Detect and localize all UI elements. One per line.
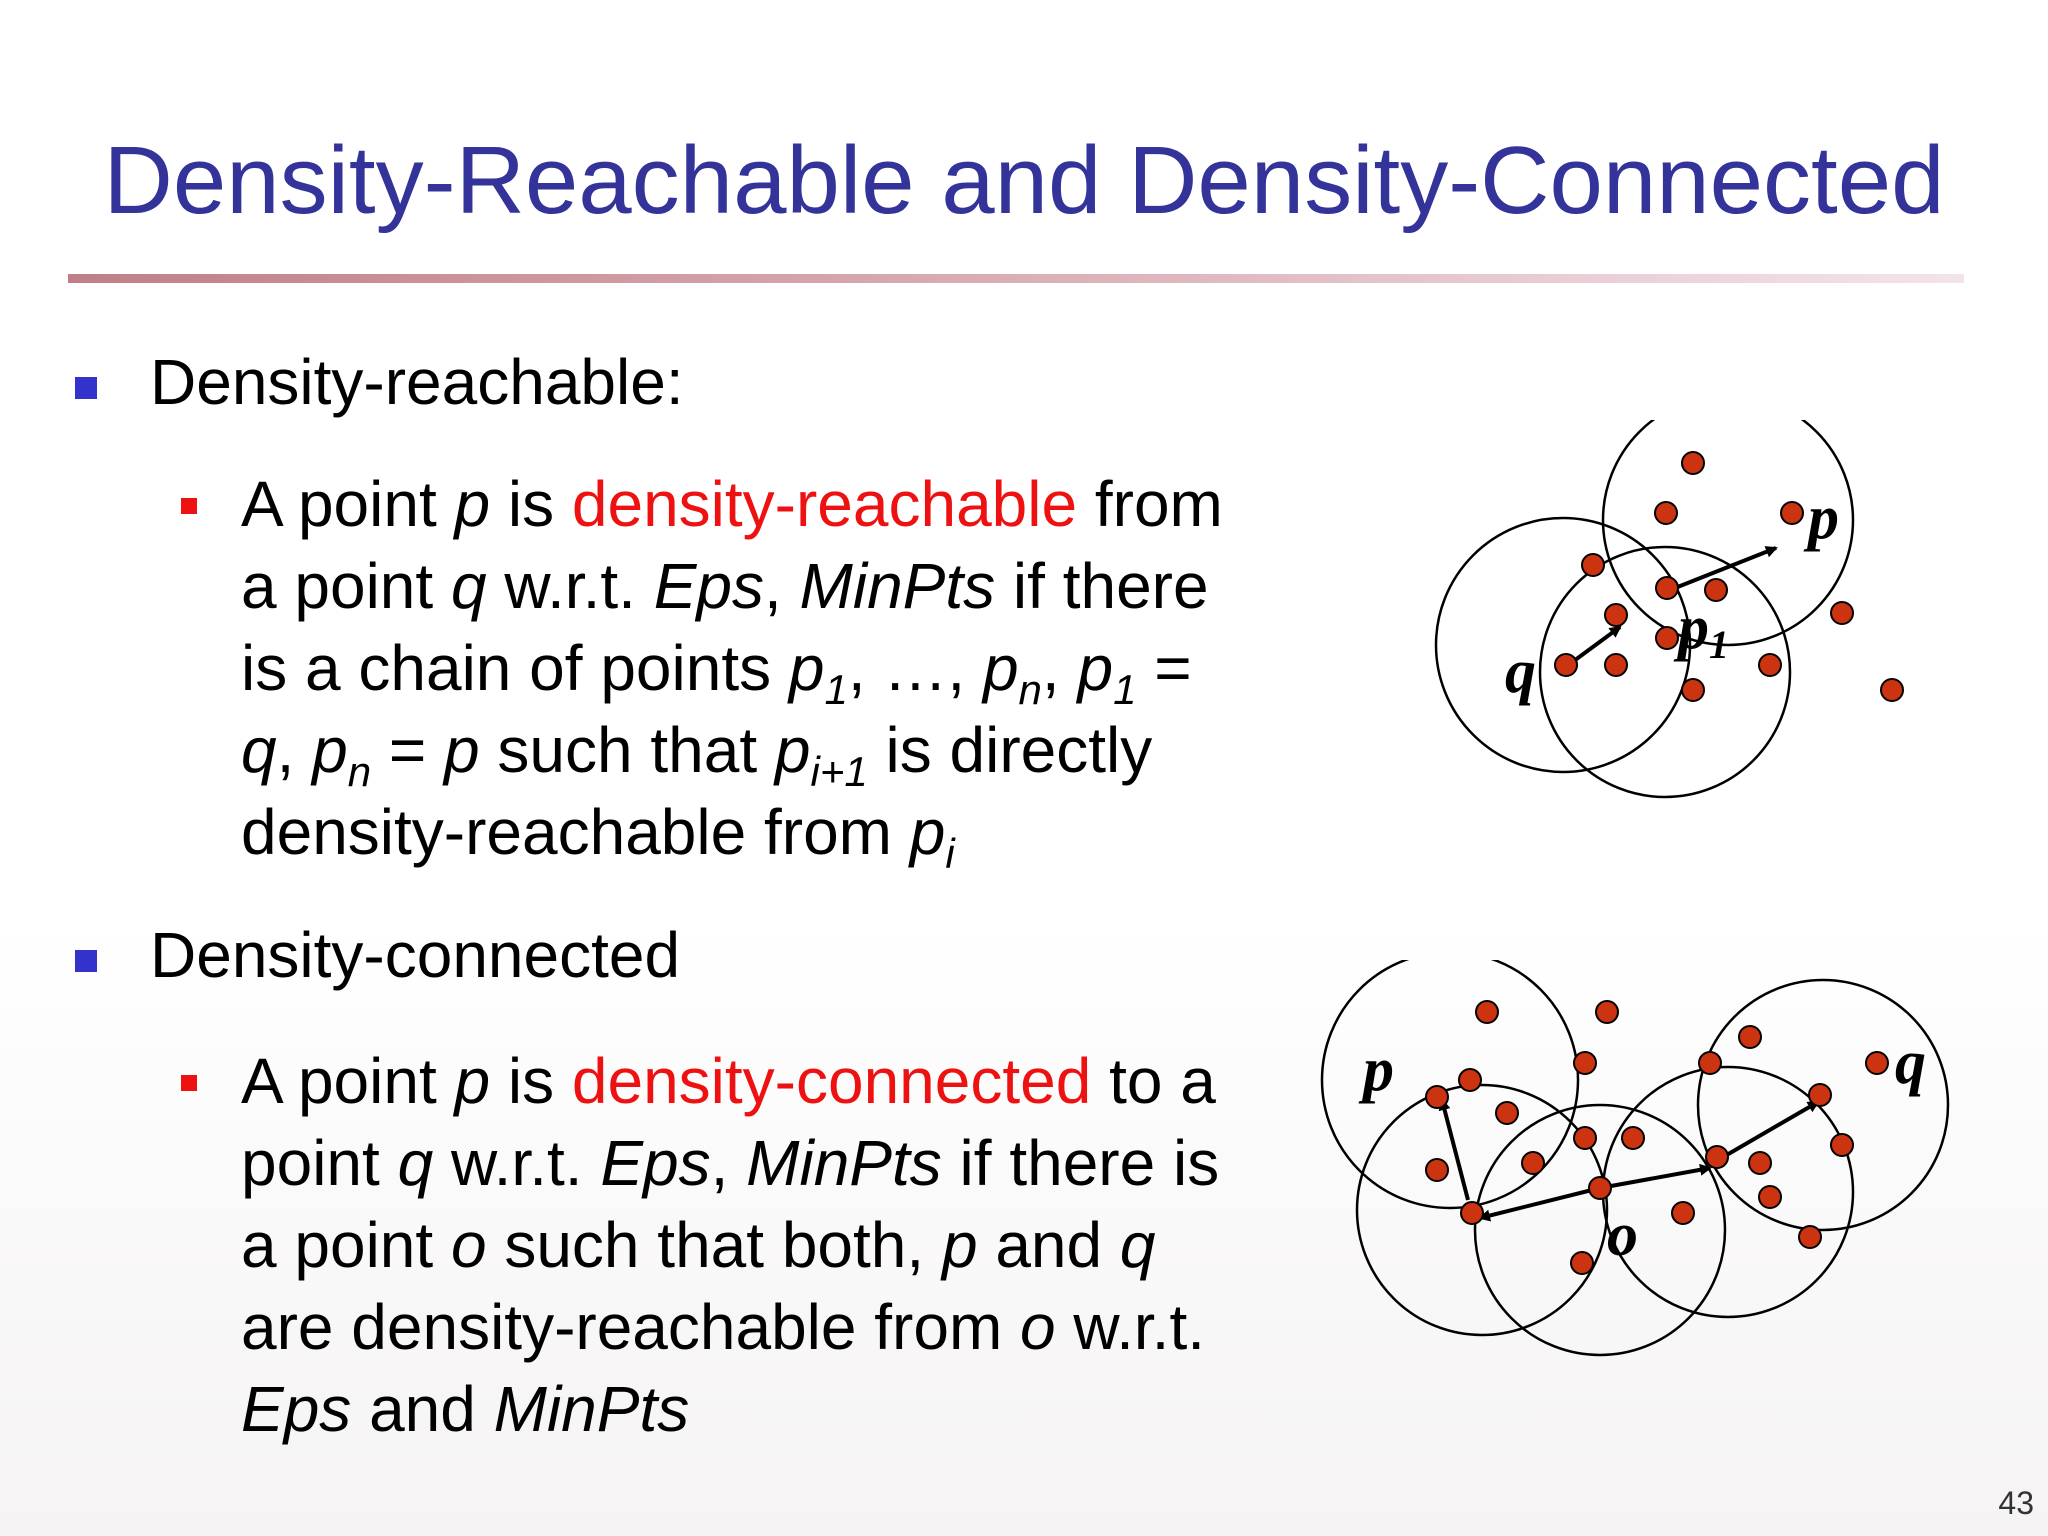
def-line: q, pn = p such that pi+1 is directly: [241, 714, 1153, 795]
data-point: [1705, 1145, 1729, 1169]
data-point: [1830, 601, 1854, 625]
def-line: A point p is density-reachable from: [241, 468, 1223, 540]
sub-bullet-square-icon: [181, 1075, 197, 1091]
data-point: [1604, 653, 1628, 677]
data-point: [1865, 1051, 1889, 1075]
label-o: o: [1607, 1201, 1638, 1269]
data-point: [1595, 1000, 1619, 1024]
eps-neighborhood-circle: [1696, 978, 1950, 1232]
data-point: [1738, 1025, 1762, 1049]
data-point: [1654, 501, 1678, 525]
data-point: [1830, 1133, 1854, 1157]
data-point: [1671, 1201, 1695, 1225]
label-p1: p1: [1673, 594, 1729, 667]
label-p: p: [1358, 1036, 1394, 1104]
title-underline: [68, 274, 1964, 283]
data-point: [1604, 603, 1628, 627]
data-point: [1780, 501, 1804, 525]
data-point: [1748, 1151, 1772, 1175]
data-point: [1495, 1101, 1519, 1125]
def-line: is a chain of points p1, …, pn, p1 =: [241, 632, 1192, 713]
data-point: [1588, 1176, 1612, 1200]
bullet-square-icon: [75, 377, 97, 399]
def-line: are density-reachable from o w.r.t.: [241, 1291, 1205, 1363]
data-point: [1425, 1085, 1449, 1109]
data-point: [1880, 678, 1904, 702]
sub-bullet-square-icon: [181, 498, 197, 514]
data-point: [1704, 578, 1728, 602]
reach-arrow: [1669, 546, 1778, 592]
data-point: [1698, 1051, 1722, 1075]
density-reachable-diagram: p q p1: [1434, 420, 1904, 799]
reach-arrow: [1478, 1186, 1601, 1222]
data-point: [1458, 1068, 1482, 1092]
def-line: point q w.r.t. Eps, MinPts if there is: [241, 1127, 1220, 1199]
eps-neighborhood-circle: [1320, 960, 1580, 1210]
reach-arrow: [1599, 1163, 1712, 1190]
data-point: [1475, 1000, 1499, 1024]
reach-arrow: [1438, 1098, 1470, 1201]
eps-neighborhood-circle: [1473, 1103, 1727, 1357]
data-point: [1655, 576, 1679, 600]
data-point: [1425, 1158, 1449, 1182]
data-point: [1758, 1185, 1782, 1209]
data-point: [1570, 1251, 1594, 1275]
label-p: p: [1803, 484, 1839, 552]
heading-density-connected: Density-connected: [150, 919, 681, 991]
def-line: A point p is density-connected to a: [241, 1045, 1216, 1117]
data-point: [1758, 653, 1782, 677]
reach-arrow: [1716, 1100, 1820, 1162]
data-point: [1681, 451, 1705, 475]
eps-neighborhood-circle: [1538, 545, 1792, 799]
data-point: [1798, 1225, 1822, 1249]
page-number: 43: [1998, 1485, 2034, 1521]
def-line: density-reachable from pi: [241, 796, 955, 877]
eps-neighborhood-circle: [1355, 1083, 1609, 1337]
term-density-connected: density-connected: [571, 1045, 1092, 1117]
slide-title: Density-Reachable and Density-Connected: [103, 127, 1945, 234]
data-point: [1554, 653, 1578, 677]
term-density-reachable: density-reachable: [571, 468, 1078, 540]
data-point: [1581, 553, 1605, 577]
def-line: a point o such that both, p and q: [241, 1209, 1156, 1281]
data-point: [1681, 678, 1705, 702]
data-points: [1425, 1000, 1889, 1275]
data-point: [1655, 626, 1679, 650]
bullet-square-icon: [75, 950, 97, 972]
label-q: q: [1505, 638, 1536, 706]
definition-density-connected: A point p is density-connected to a poin…: [241, 1040, 1321, 1450]
heading-density-reachable: Density-reachable:: [150, 346, 684, 418]
data-point: [1521, 1151, 1545, 1175]
label-q: q: [1895, 1029, 1926, 1097]
data-point: [1808, 1083, 1832, 1107]
eps-neighborhood-circle: [1434, 516, 1692, 774]
def-line: a point q w.r.t. Eps, MinPts if there: [241, 550, 1209, 622]
data-points: [1554, 451, 1904, 702]
definition-density-reachable: A point p is density-reachable from a po…: [241, 463, 1321, 877]
data-point: [1573, 1051, 1597, 1075]
eps-neighborhood-circle: [1601, 420, 1855, 647]
data-point: [1460, 1201, 1484, 1225]
density-connected-diagram: p q o: [1320, 960, 1950, 1357]
data-point: [1621, 1126, 1645, 1150]
data-point: [1573, 1126, 1597, 1150]
def-line: Eps and MinPts: [241, 1373, 690, 1445]
